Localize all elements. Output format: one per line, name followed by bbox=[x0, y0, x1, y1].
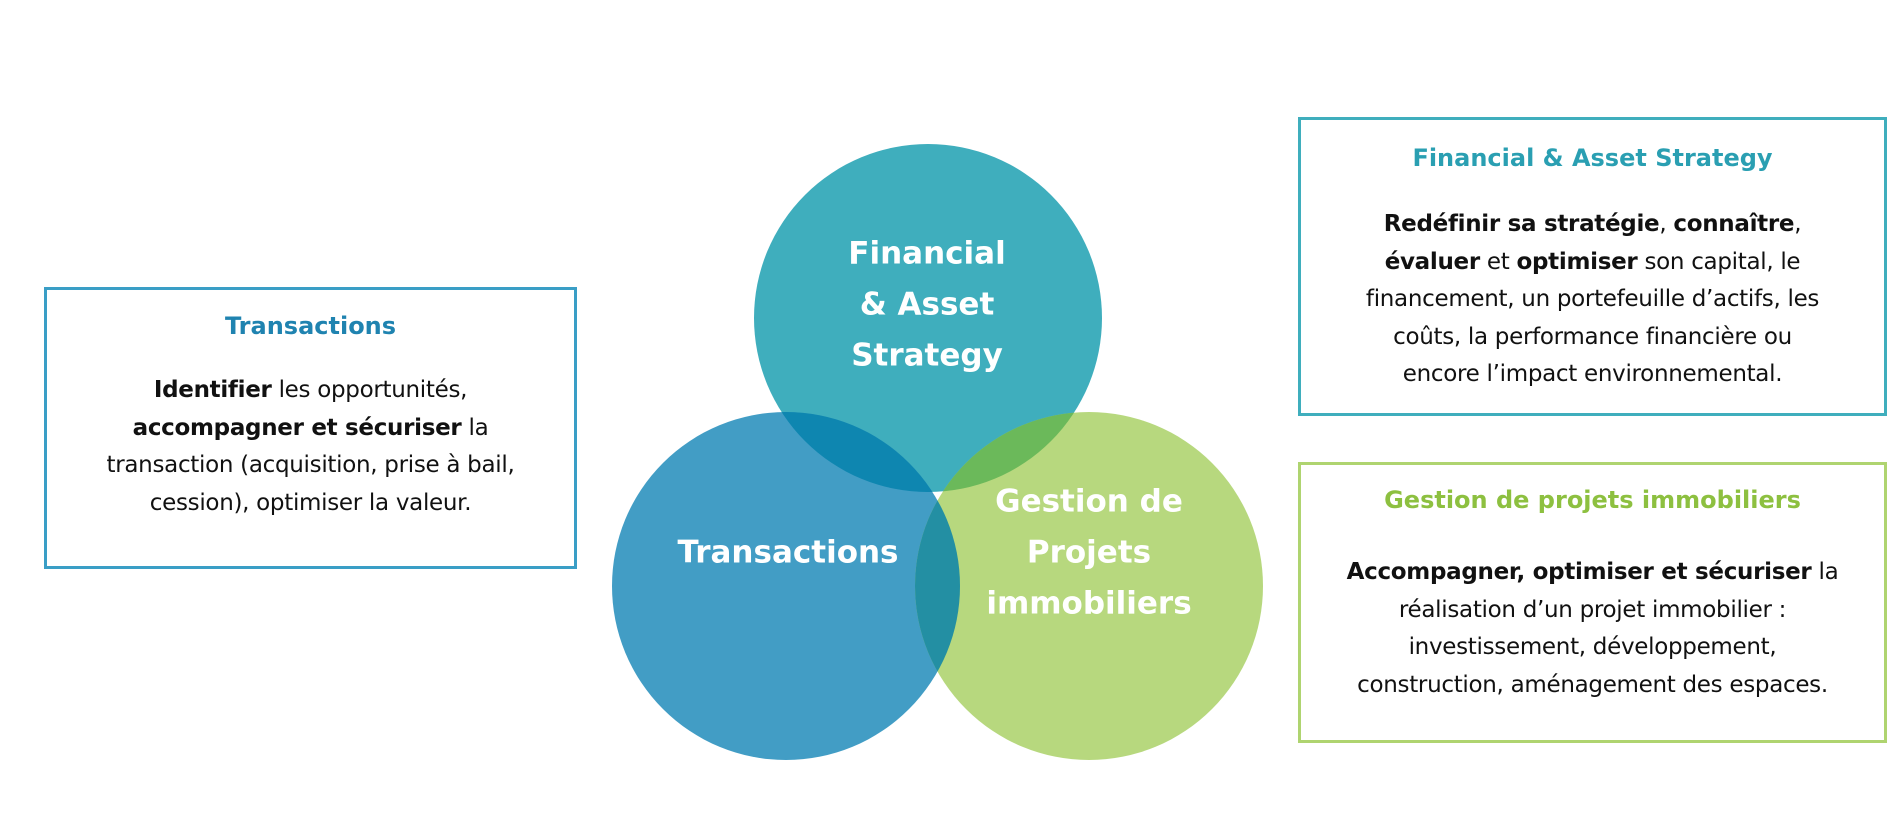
text-line: Accompagner, optimiser et sécuriser la bbox=[1301, 554, 1884, 592]
label-line: Transactions bbox=[677, 534, 899, 571]
text: transaction (acquisition, prise à bail, bbox=[106, 452, 515, 478]
financial-box: Financial & Asset Strategy Redéfinir sa … bbox=[1298, 117, 1887, 416]
text: et bbox=[1479, 248, 1517, 275]
circle-gestion bbox=[915, 412, 1263, 760]
gestion-box-title: Gestion de projets immobiliers bbox=[1384, 486, 1801, 514]
label-line: & Asset bbox=[859, 286, 995, 323]
text-line: encore l’impact environnemental. bbox=[1301, 356, 1884, 394]
circle-financial bbox=[754, 144, 1102, 492]
bold-text: accompagner et sécuriser bbox=[132, 414, 462, 441]
text-line: réalisation d’un projet immobilier : bbox=[1301, 592, 1884, 630]
text-line: Identifier les opportunités, bbox=[47, 372, 574, 410]
text-line: coûts, la performance financière ou bbox=[1301, 319, 1884, 357]
text: cession), optimiser la valeur. bbox=[149, 489, 472, 516]
text: financement, un portefeuille d’actifs, l… bbox=[1365, 286, 1820, 312]
text-line: cession), optimiser la valeur. bbox=[47, 485, 574, 523]
label-line: Projets bbox=[1026, 534, 1152, 571]
label-line: Gestion de bbox=[995, 483, 1183, 520]
text-line: construction, aménagement des espaces. bbox=[1301, 667, 1884, 705]
bold-text: évaluer bbox=[1384, 248, 1481, 275]
text-line: investissement, développement, bbox=[1301, 629, 1884, 667]
text-line: évaluer et optimiser son capital, le bbox=[1301, 244, 1884, 282]
text: la bbox=[461, 414, 489, 441]
label-line: immobiliers bbox=[986, 585, 1192, 622]
bold-text: Redéfinir sa stratégie bbox=[1383, 211, 1660, 237]
bold-text: Accompagner, optimiser et sécuriser bbox=[1346, 559, 1812, 585]
text: encore l’impact environnemental. bbox=[1402, 361, 1783, 387]
bold-text: Identifier bbox=[153, 377, 272, 403]
text: coûts, la performance financière ou bbox=[1393, 323, 1792, 350]
circle-label-gestion: Gestion de Projets immobiliers bbox=[986, 477, 1191, 630]
circle-label-transactions: Transactions bbox=[677, 528, 898, 579]
text-line: accompagner et sécuriser la bbox=[47, 410, 574, 448]
circle-transactions bbox=[612, 412, 960, 760]
label-line: Financial bbox=[848, 235, 1006, 272]
gestion-box: Gestion de projets immobiliers Accompagn… bbox=[1298, 462, 1887, 743]
transactions-box-title: Transactions bbox=[224, 312, 397, 340]
text: son capital, le bbox=[1637, 248, 1801, 275]
bold-text: optimiser bbox=[1516, 248, 1638, 275]
text: les opportunités, bbox=[271, 377, 468, 403]
bold-text: connaître bbox=[1673, 211, 1795, 237]
text-line: Redéfinir sa stratégie, connaître, bbox=[1301, 206, 1884, 244]
text-line: transaction (acquisition, prise à bail, bbox=[47, 447, 574, 485]
label-line: Strategy bbox=[851, 337, 1003, 374]
text: , bbox=[1659, 211, 1674, 237]
text-line: financement, un portefeuille d’actifs, l… bbox=[1301, 281, 1884, 319]
circle-label-financial: Financial & Asset Strategy bbox=[848, 229, 1005, 382]
text: , bbox=[1794, 211, 1802, 237]
text: la bbox=[1811, 559, 1839, 585]
text: investissement, développement, bbox=[1408, 634, 1777, 660]
text: réalisation d’un projet immobilier : bbox=[1398, 596, 1787, 623]
text: construction, aménagement des espaces. bbox=[1357, 671, 1828, 698]
transactions-box-text: Identifier les opportunités,accompagner … bbox=[47, 372, 574, 522]
transactions-box: Transactions Identifier les opportunités… bbox=[44, 287, 577, 569]
financial-box-title: Financial & Asset Strategy bbox=[1412, 144, 1773, 172]
financial-box-text: Redéfinir sa stratégie, connaître,évalue… bbox=[1301, 206, 1884, 394]
